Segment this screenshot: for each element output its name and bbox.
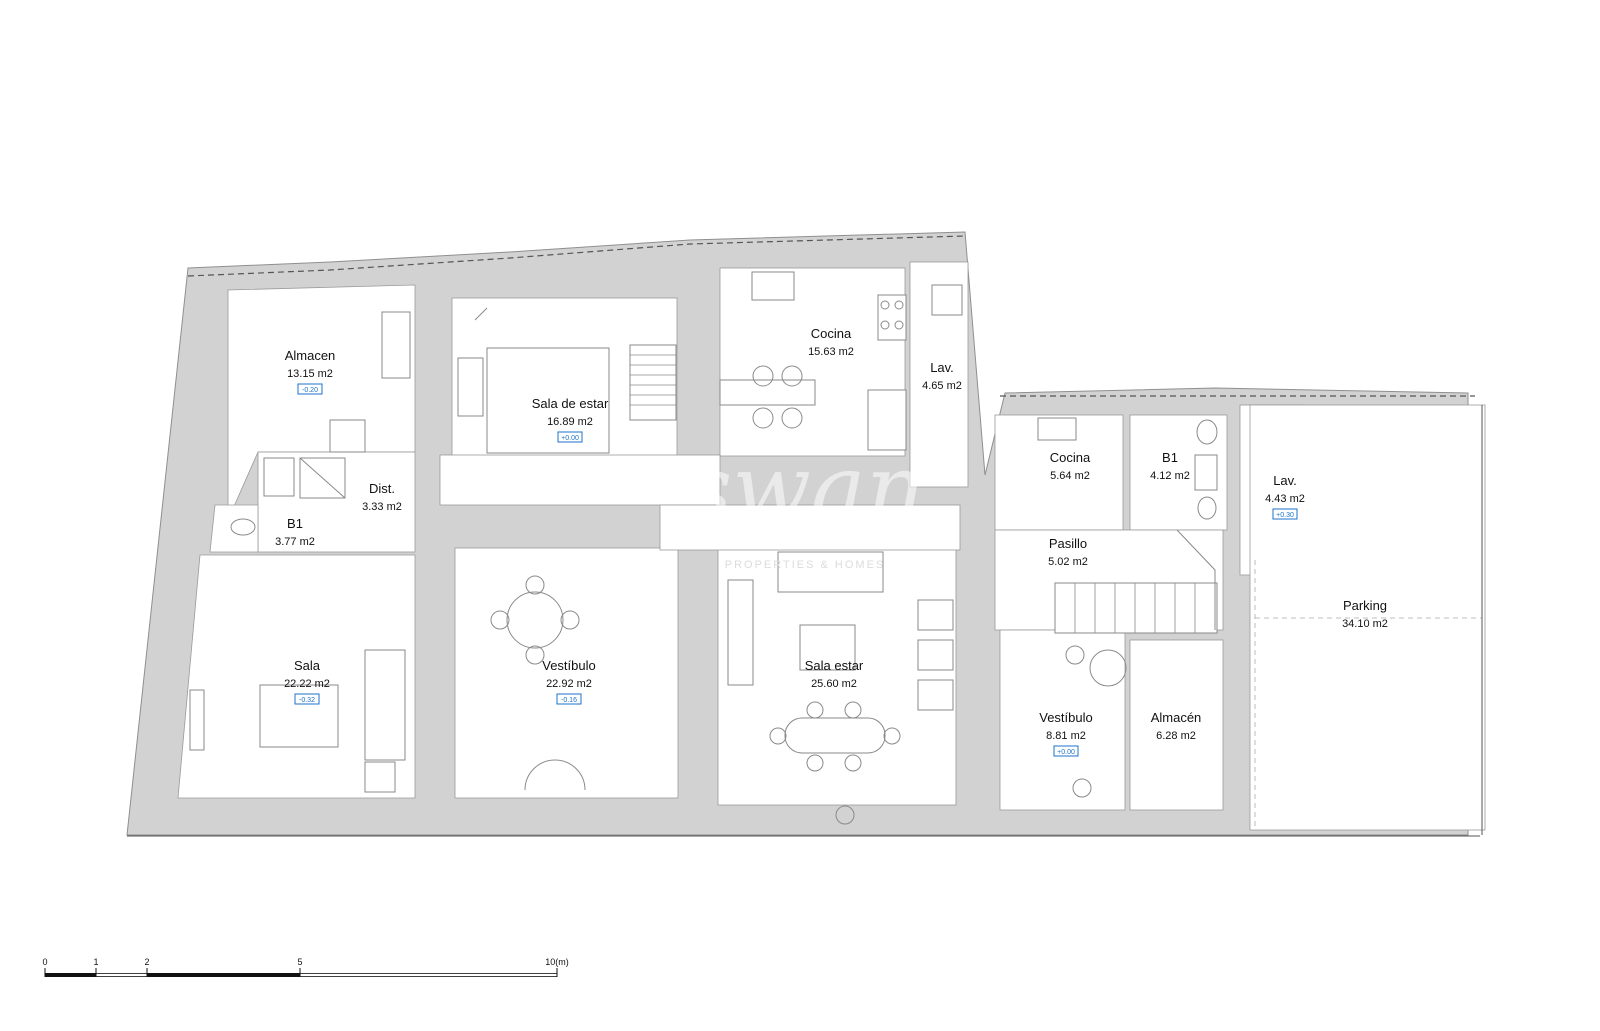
- room-area: 3.33 m2: [362, 501, 402, 513]
- room-name: Almacen: [285, 348, 336, 363]
- room-area: 16.89 m2: [547, 416, 593, 428]
- room-label-sala: Sala 22.22 m2 -0.32: [284, 658, 330, 705]
- room-label-cocina-2: Cocina 5.64 m2: [1050, 450, 1091, 482]
- room-label-lav-1: Lav. 4.65 m2: [922, 360, 962, 392]
- room-label-sala-estar: Sala estar 25.60 m2: [805, 658, 864, 690]
- room-name: Parking: [1343, 598, 1387, 613]
- room-label-b1-2: B1 4.12 m2: [1150, 450, 1190, 482]
- room-name: Almacén: [1151, 710, 1202, 725]
- watermark-text: swan: [685, 435, 925, 542]
- room-area: 4.12 m2: [1150, 470, 1190, 482]
- room-area: 5.64 m2: [1050, 470, 1090, 482]
- scale-tick-2: 2: [144, 957, 149, 967]
- room-name: Pasillo: [1049, 536, 1087, 551]
- level-marker: +0.00: [1053, 745, 1079, 757]
- level-value: +0.00: [561, 435, 579, 442]
- level-marker: +0.00: [557, 431, 583, 443]
- room-area: 6.28 m2: [1156, 730, 1196, 742]
- scale-tick-1: 1: [93, 957, 98, 967]
- scale-tick-0: 0: [42, 957, 47, 967]
- room-name: Lav.: [1273, 473, 1297, 488]
- level-value: -0.32: [299, 697, 315, 704]
- room-label-b1-1: B1 3.77 m2: [275, 516, 315, 548]
- scale-tick-10: 10(m): [545, 957, 569, 967]
- level-marker: -0.16: [556, 693, 582, 705]
- room-label-almacen-2: Almacén 6.28 m2: [1151, 710, 1202, 742]
- room-name: Sala estar: [805, 658, 864, 673]
- room-area: 25.60 m2: [811, 678, 857, 690]
- room-area: 8.81 m2: [1046, 730, 1086, 742]
- room-area: 5.02 m2: [1048, 556, 1088, 568]
- room-name: Vestíbulo: [542, 658, 596, 673]
- level-value: +0.30: [1276, 512, 1294, 519]
- level-marker: -0.32: [294, 693, 320, 705]
- furniture: [189, 271, 1218, 825]
- room-label-vestibulo-2: Vestíbulo 8.81 m2 +0.00: [1039, 710, 1093, 757]
- room-area: 13.15 m2: [287, 368, 333, 380]
- room-area: 3.77 m2: [275, 536, 315, 548]
- level-marker: -0.20: [297, 383, 323, 395]
- room-label-pasillo: Pasillo 5.02 m2: [1048, 536, 1088, 568]
- room-label-vestibulo-1: Vestíbulo 22.92 m2 -0.16: [542, 658, 596, 705]
- room-label-sala-de-estar: Sala de estar 16.89 m2 +0.00: [532, 396, 609, 443]
- level-value: -0.16: [561, 697, 577, 704]
- room-name: B1: [287, 516, 303, 531]
- room-label-lav-2: Lav. 4.43 m2 +0.30: [1265, 473, 1305, 520]
- room-name: Vestíbulo: [1039, 710, 1093, 725]
- scale-bar: 0 1 2 5 10(m): [42, 957, 569, 977]
- level-value: +0.00: [1057, 749, 1075, 756]
- plan-lines: [127, 235, 1483, 837]
- room-name: Cocina: [811, 326, 852, 341]
- room-area: 4.43 m2: [1265, 493, 1305, 505]
- room-area: 22.22 m2: [284, 678, 330, 690]
- room-area: 22.92 m2: [546, 678, 592, 690]
- room-label-cocina-1: Cocina 15.63 m2: [808, 326, 854, 358]
- room-name: Dist.: [369, 481, 395, 496]
- room-name: B1: [1162, 450, 1178, 465]
- level-value: -0.20: [302, 387, 318, 394]
- room-label-parking: Parking 34.10 m2: [1342, 598, 1388, 630]
- watermark-subtitle: PROPERTIES & HOMES: [725, 559, 886, 571]
- room-area: 34.10 m2: [1342, 618, 1388, 630]
- room-name: Lav.: [930, 360, 954, 375]
- scale-tick-5: 5: [297, 957, 302, 967]
- room-name: Sala: [294, 658, 321, 673]
- level-marker: +0.30: [1272, 508, 1298, 520]
- room-name: Cocina: [1050, 450, 1091, 465]
- watermark: swan PROPERTIES & HOMES: [685, 435, 925, 571]
- room-name: Sala de estar: [532, 396, 609, 411]
- room-area: 15.63 m2: [808, 346, 854, 358]
- room-label-dist: Dist. 3.33 m2: [362, 481, 402, 513]
- room-label-almacen-1: Almacen 13.15 m2 -0.20: [285, 348, 336, 395]
- room-area: 4.65 m2: [922, 380, 962, 392]
